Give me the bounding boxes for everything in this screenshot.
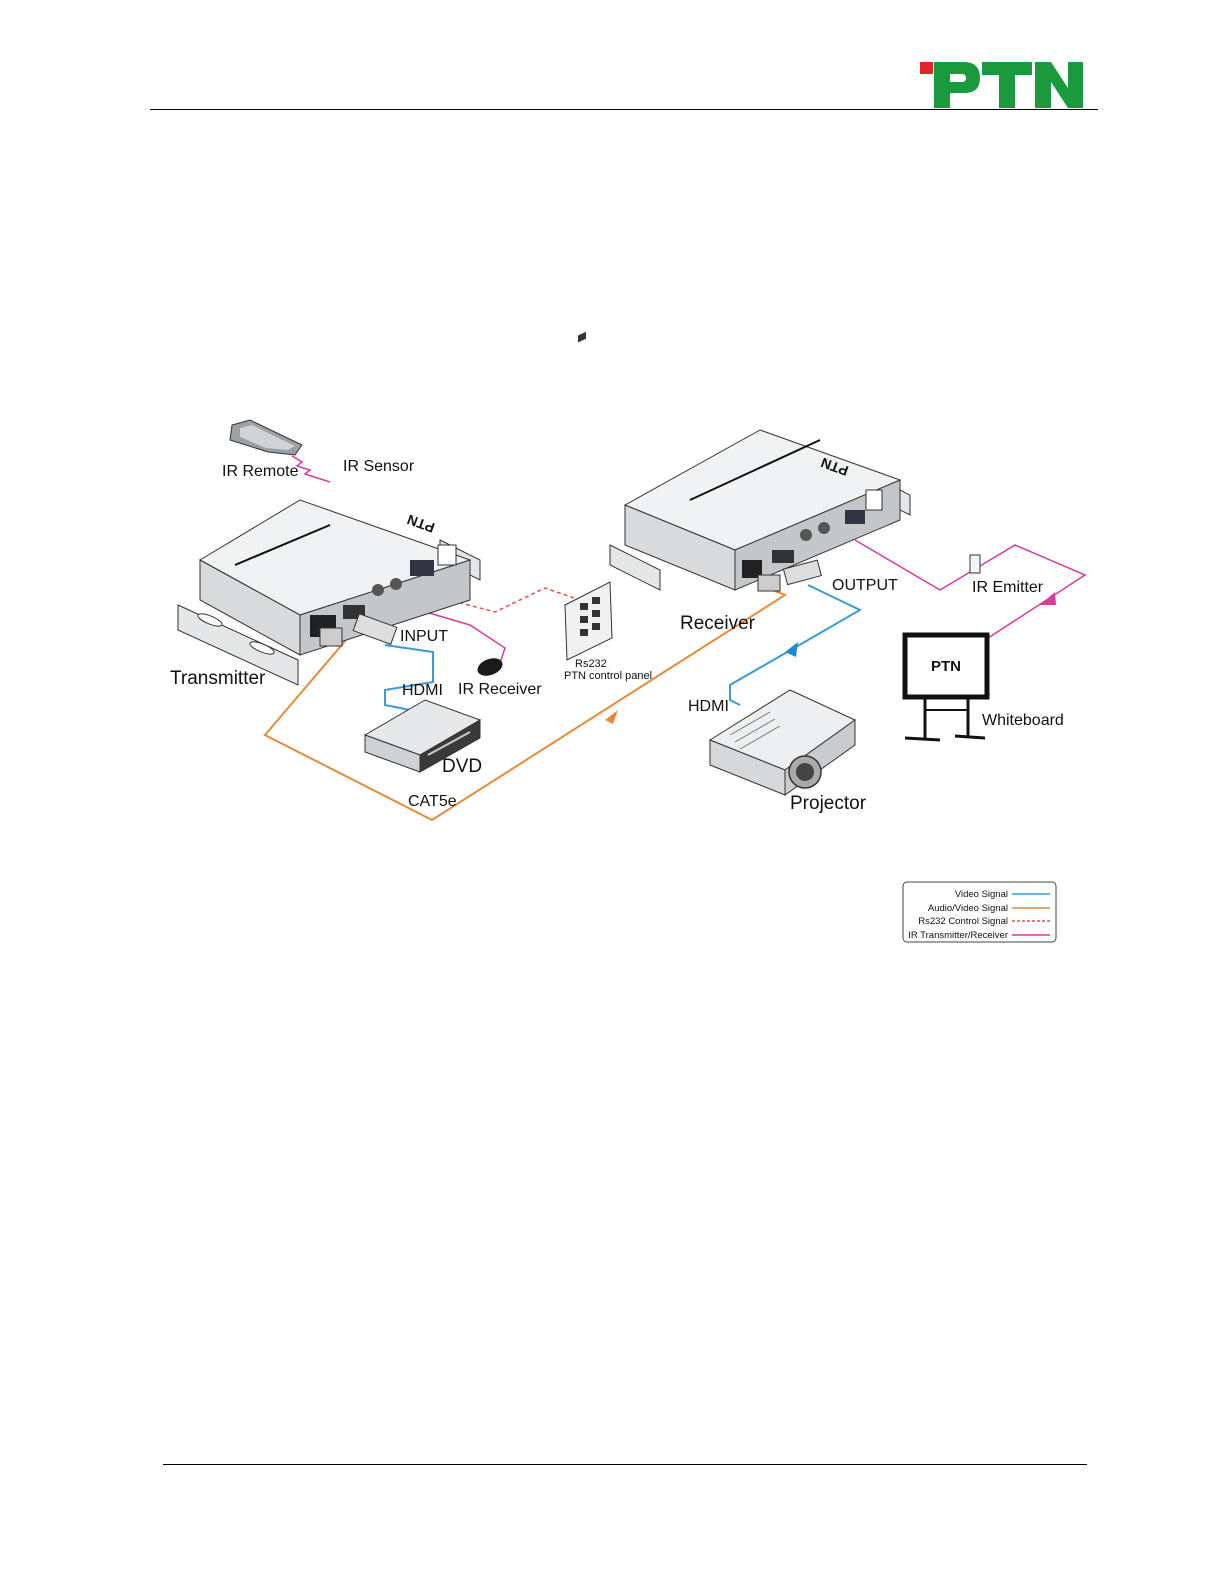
- label-dvd: DVD: [442, 756, 482, 777]
- projector: [710, 690, 855, 795]
- signal-legend: Video Signal Audio/Video Signal Rs232 Co…: [903, 882, 1056, 942]
- label-projector: Projector: [790, 793, 867, 814]
- label-ir-remote: IR Remote: [222, 463, 299, 480]
- label-output: OUTPUT: [832, 577, 898, 594]
- label-whiteboard: Whiteboard: [982, 712, 1064, 729]
- ir-remote: [230, 420, 302, 455]
- footer-rule: [163, 1464, 1087, 1465]
- legend-label-ir: IR Transmitter/Receiver: [908, 930, 1008, 941]
- label-ir-sensor: IR Sensor: [343, 458, 415, 475]
- legend-label-video: Video Signal: [955, 889, 1008, 900]
- label-cat5e: CAT5e: [408, 793, 457, 810]
- label-rs232: Rs232: [575, 658, 607, 670]
- receiver-box: [610, 430, 910, 591]
- hdmi-output-arrow: [785, 642, 798, 657]
- label-input: INPUT: [400, 628, 448, 645]
- label-receiver: Receiver: [680, 613, 756, 634]
- label-ir-emitter: IR Emitter: [972, 579, 1044, 596]
- label-ir-receiver: IR Receiver: [458, 681, 542, 698]
- transmitter-box-logo: PTN: [405, 511, 437, 536]
- ir-emitter-device: [970, 555, 980, 573]
- legend-label-audio-video: Audio/Video Signal: [928, 903, 1008, 914]
- legend-label-rs232: Rs232 Control Signal: [918, 916, 1008, 927]
- cat5e-arrow: [605, 710, 618, 724]
- label-transmitter: Transmitter: [170, 668, 266, 689]
- whiteboard: [905, 635, 987, 740]
- ir-receiver-device: [475, 655, 505, 679]
- rs232-control-panel: [565, 332, 612, 660]
- label-ptn-control-panel: PTN control panel: [564, 670, 652, 682]
- whiteboard-logo: PTN: [931, 658, 961, 675]
- label-hdmi-in: HDMI: [402, 682, 443, 699]
- label-hdmi-out: HDMI: [688, 698, 729, 715]
